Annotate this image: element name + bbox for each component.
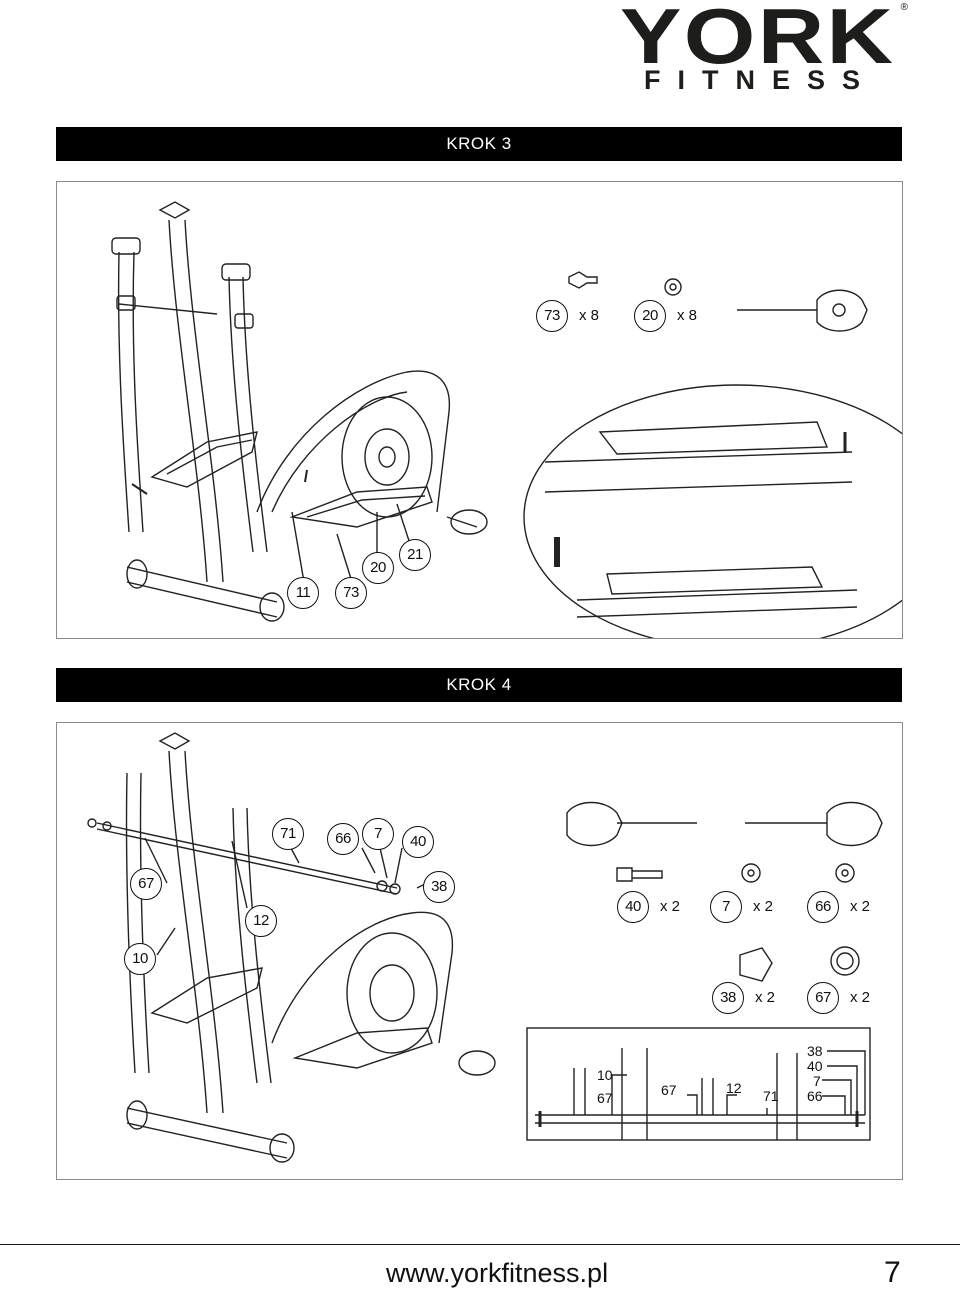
part-qty-67: x 2 [850, 989, 871, 1006]
part-callout-67: 67 [807, 982, 839, 1014]
part-callout-73: 73 [536, 300, 568, 332]
part-qty-7: x 2 [753, 898, 774, 915]
detail-label-71: 71 [763, 1088, 779, 1104]
callout-71: 71 [272, 818, 304, 850]
callout-73: 73 [335, 577, 367, 609]
callout-40: 40 [402, 826, 434, 858]
part-qty-20: x 8 [677, 307, 698, 324]
logo-subtitle: FITNESS [644, 65, 878, 95]
part-callout-40: 40 [617, 891, 649, 923]
detail-label-40: 40 [807, 1058, 823, 1074]
callout-20: 20 [362, 552, 394, 584]
page-number: 7 [884, 1256, 901, 1289]
detail-label-12: 12 [726, 1080, 742, 1096]
part-callout-66: 66 [807, 891, 839, 923]
logo-wordmark: YORK [620, 0, 896, 80]
detail-label-67-right: 67 [661, 1082, 677, 1098]
callout-21: 21 [399, 539, 431, 571]
footer-divider [0, 1244, 960, 1245]
part-callout-20: 20 [634, 300, 666, 332]
callout-67: 67 [130, 868, 162, 900]
part-qty-66: x 2 [850, 898, 871, 915]
step3-illustration [111, 201, 902, 638]
part-qty-38: x 2 [755, 989, 776, 1006]
step3-header: KROK 3 [56, 127, 902, 161]
part-qty-73: x 8 [579, 307, 600, 324]
detail-label-67-left: 67 [597, 1090, 613, 1106]
callout-11: 11 [287, 577, 319, 609]
step4-header: KROK 4 [56, 668, 902, 702]
detail-label-66: 66 [807, 1088, 823, 1104]
footer-website: www.yorkfitness.pl [386, 1258, 609, 1288]
callout-66: 66 [327, 823, 359, 855]
step3-panel: 11 73 20 21 73 x 8 20 x 8 [56, 181, 903, 639]
detail-label-38: 38 [807, 1043, 823, 1059]
step4-illustration [87, 732, 883, 1163]
step4-panel: 71 66 7 40 67 38 12 10 40 x 2 7 x 2 66 x… [56, 722, 903, 1180]
part-qty-40: x 2 [660, 898, 681, 915]
callout-7: 7 [362, 818, 394, 850]
callout-10: 10 [124, 943, 156, 975]
callout-12: 12 [245, 905, 277, 937]
detail-label-10: 10 [597, 1067, 613, 1083]
registered-mark: ® [900, 2, 908, 13]
york-fitness-logo: YORK ® FITNESS [600, 0, 910, 100]
detail-label-7: 7 [813, 1073, 821, 1089]
part-callout-7: 7 [710, 891, 742, 923]
callout-38: 38 [423, 871, 455, 903]
part-callout-38: 38 [712, 982, 744, 1014]
